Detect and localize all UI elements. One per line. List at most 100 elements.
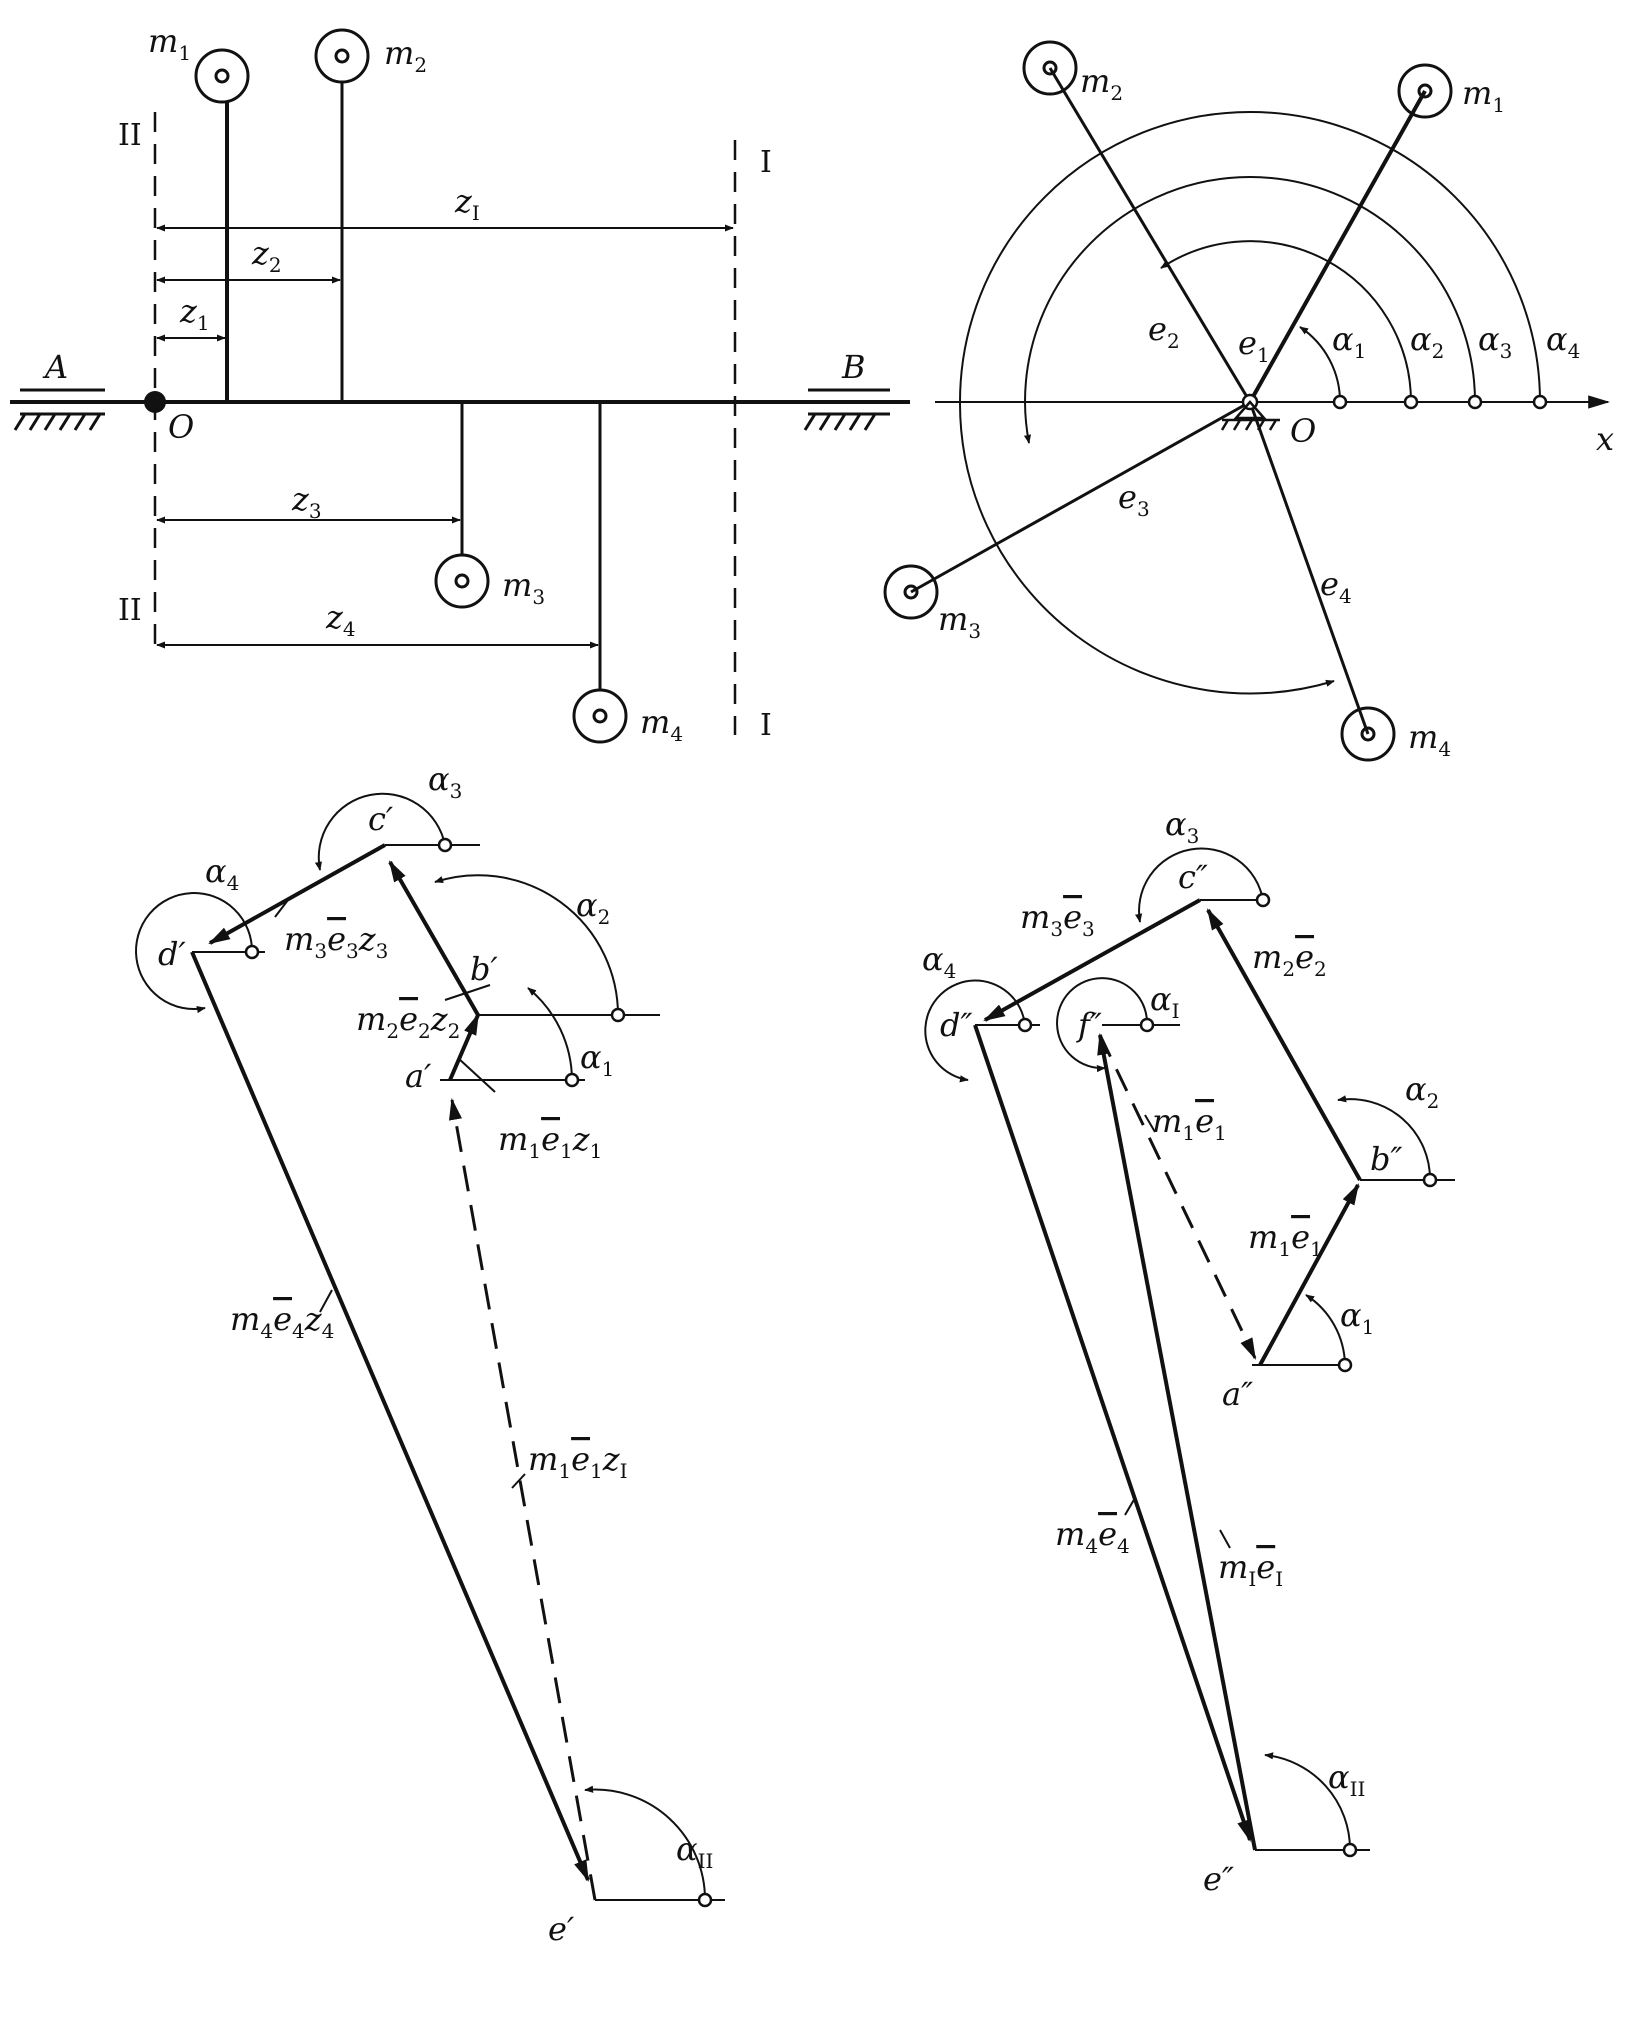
force-polygon-labels: a″ b″ c″ d″ f″ e″ α1 α2 α3 α4 αI αII m1e…	[922, 805, 1439, 1898]
label-zI: zI	[454, 182, 480, 225]
label-alpha2: α2	[1410, 320, 1444, 363]
label-m1e1: m1e1	[1248, 1218, 1323, 1261]
vec-m1e1-dashed	[1098, 1034, 1257, 1360]
label-e1: e1	[1238, 324, 1270, 367]
label-origin: O	[168, 408, 194, 446]
shaft-view-labels: m1 m2 m3 m4 z1 z2 z3 z4 zI A B O II II I…	[42, 22, 866, 746]
end-mass-m2-symbol	[1022, 40, 1078, 96]
arc-alpha4	[958, 111, 1541, 695]
label-m4: m4	[640, 703, 683, 746]
point-a-prime: a′	[405, 1057, 432, 1095]
leader-m1e1zI	[511, 1473, 526, 1489]
arc-f-alpha1	[1305, 1294, 1346, 1366]
vec-m2e2z2	[388, 860, 480, 1016]
radius-e3	[910, 400, 1251, 594]
leader-m3e3z3	[274, 899, 289, 918]
leader-f-m1e1-dashed	[1144, 1114, 1156, 1133]
label-m1e1zI: m1e1zI	[528, 1440, 628, 1483]
end-label-m2: m2	[1080, 62, 1123, 105]
arc-alpha2	[1160, 240, 1412, 403]
end-view	[883, 40, 1611, 762]
arc-alpha3	[1023, 176, 1476, 444]
label-m1e1z1: m1e1z1	[498, 1120, 602, 1163]
label-m2e2z2: m2e2z2	[356, 1000, 460, 1043]
leader-m4e4z4	[319, 1289, 333, 1313]
dot-alpha1	[1332, 394, 1348, 410]
arc-f-alpha4	[924, 979, 1026, 1083]
arc-f-alpha2	[1337, 1095, 1432, 1181]
label-m2e2: m2e2	[1252, 938, 1327, 981]
point-e-prime: e′	[548, 1910, 575, 1948]
end-mass-m1-symbol	[1397, 63, 1453, 119]
leader-m2e2z2	[444, 984, 491, 1001]
label-m2: m2	[384, 34, 427, 77]
f-label-alpha3: α3	[1165, 805, 1199, 848]
vec-m3e3	[983, 898, 1201, 1022]
label-bearing-b: B	[841, 348, 866, 386]
point-c-dprime: c″	[1178, 858, 1208, 896]
dot-f-alphaII	[1342, 1842, 1358, 1858]
dot-m-alpha4	[244, 944, 260, 960]
m-label-alpha1: α1	[580, 1038, 614, 1081]
dot-alpha3	[1467, 394, 1483, 410]
mass-m2-symbol	[314, 28, 370, 84]
arc-m-alphaII	[584, 1785, 707, 1901]
label-plane-1-bottom: I	[760, 708, 772, 743]
end-label-origin: O	[1290, 412, 1316, 450]
dot-m-alpha2	[610, 1007, 626, 1023]
end-view-labels: m1 m2 m3 m4 e1 e2 e3 e4 α1 α2 α3 α4 O x	[938, 62, 1614, 761]
dot-m-alpha3	[437, 837, 453, 853]
point-b-prime: b′	[470, 950, 498, 988]
label-m4e4: m4e4	[1055, 1515, 1130, 1558]
label-plane-2-bottom: II	[118, 593, 142, 628]
f-label-alpha4: α4	[922, 940, 956, 983]
dot-f-alpha4	[1017, 1017, 1033, 1033]
m-label-alpha3: α3	[428, 760, 462, 803]
end-mass-m4-symbol	[1340, 706, 1396, 762]
point-e-dprime: e″	[1203, 1860, 1234, 1898]
point-a-dprime: a″	[1222, 1375, 1253, 1413]
end-label-m4: m4	[1408, 718, 1451, 761]
arc-f-alphaI	[1056, 977, 1149, 1073]
radius-e2	[1048, 67, 1252, 403]
dot-f-alpha2	[1422, 1172, 1438, 1188]
point-c-prime: c′	[368, 800, 394, 838]
arc-m-alpha2	[434, 874, 619, 1016]
f-label-alphaII: αII	[1328, 1758, 1365, 1801]
label-m1: m1	[148, 22, 191, 65]
vec-m1e1zI	[448, 1097, 597, 1901]
point-b-dprime: b″	[1370, 1140, 1402, 1178]
dot-f-alphaI	[1139, 1017, 1155, 1033]
force-polygon	[924, 847, 1455, 1858]
label-z3: z3	[291, 480, 322, 523]
mass-m1-symbol	[194, 48, 250, 104]
arc-m-alpha1	[527, 987, 573, 1081]
arc-f-alphaII	[1264, 1752, 1352, 1851]
vec-m4e4	[973, 1024, 1252, 1843]
arc-f-alpha3	[1135, 847, 1264, 923]
dot-m-alphaII	[697, 1892, 713, 1908]
m-label-alpha4: α4	[205, 852, 239, 895]
label-bearing-a: A	[42, 348, 68, 386]
m-label-alphaII: αII	[676, 1830, 713, 1873]
label-plane-1-top: I	[760, 145, 772, 180]
shaft-view	[10, 28, 910, 744]
dot-f-alpha1	[1337, 1357, 1353, 1373]
end-label-m1: m1	[1462, 74, 1505, 117]
moment-polygon	[135, 792, 725, 1908]
label-alpha3: α3	[1478, 320, 1512, 363]
vec-mIIeII	[1097, 1032, 1257, 1851]
label-e2: e2	[1148, 310, 1180, 353]
label-m4e4z4: m4e4z4	[230, 1300, 334, 1343]
radius-e1	[1248, 90, 1427, 403]
vec-m4e4z4	[190, 951, 590, 1883]
leader-m1e1z1	[457, 1057, 496, 1093]
dot-alpha4	[1532, 394, 1548, 410]
point-d-prime: d′	[158, 935, 186, 973]
label-m1e1-dashed: m1e1	[1152, 1102, 1227, 1145]
vec-m2e2	[1206, 908, 1362, 1181]
dot-m-alpha1	[564, 1072, 580, 1088]
moment-polygon-labels: a′ b′ c′ d′ e′ α1 α2 α3 α4 αII m1e1z1 m2…	[158, 760, 713, 1948]
radius-e4	[1248, 401, 1370, 735]
label-z4: z4	[325, 598, 356, 641]
